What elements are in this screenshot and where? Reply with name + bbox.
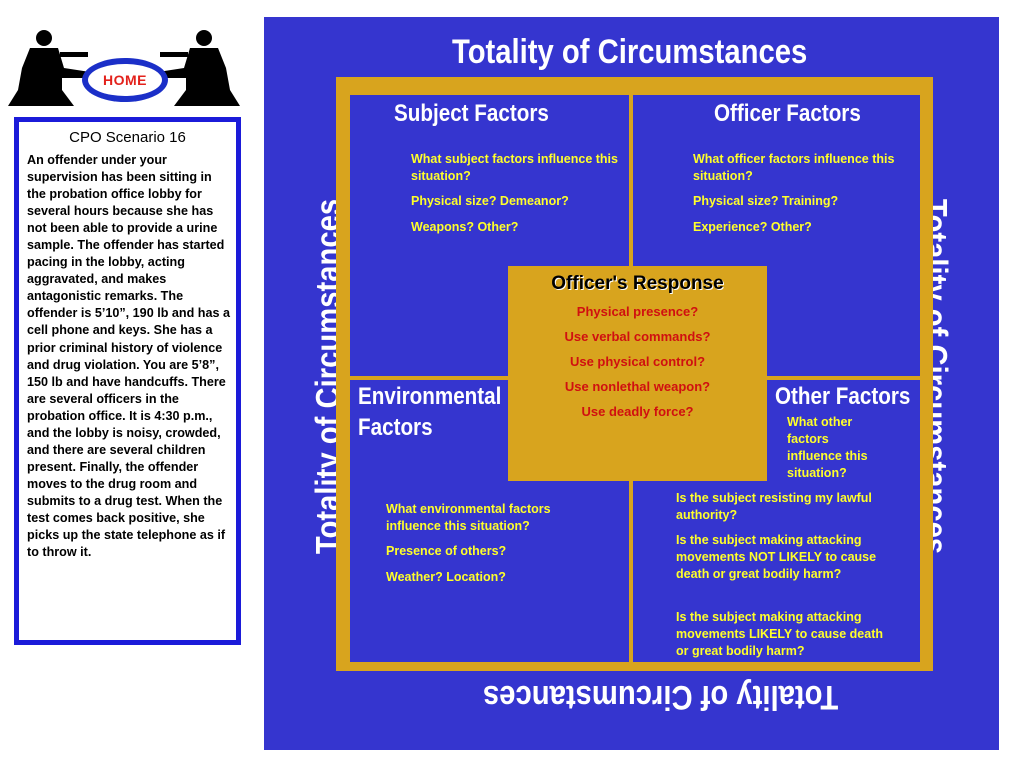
scenario-title: CPO Scenario 16 <box>69 129 186 146</box>
response-option: Physical presence? <box>576 304 699 319</box>
other-item: Is the subject making attacking movement… <box>676 533 877 581</box>
home-logo <box>4 28 244 108</box>
scenario-description: An offender under your supervision has b… <box>27 153 230 560</box>
environmental-question: What environmental factors influence thi… <box>386 502 551 533</box>
subject-factors-heading: Subject Factors <box>394 100 549 127</box>
officer-silhouettes-icon <box>8 30 240 106</box>
officer-item: Experience? Other? <box>693 220 812 234</box>
officer-item: Physical size? Training? <box>693 194 839 208</box>
officers-response-title: Officer's Response <box>551 273 724 294</box>
response-option: Use physical control? <box>569 354 706 369</box>
subject-item: Physical size? Demeanor? <box>411 194 569 208</box>
frame-title-top: Totality of Circumstances <box>452 33 808 71</box>
environmental-factors-heading: Environmental <box>358 383 502 410</box>
home-button-label: HOME <box>103 72 147 88</box>
officers-response-box: Officer's Response Physical presence? Us… <box>508 266 767 481</box>
totality-diagram: Totality of Circumstances Totality of Ci… <box>264 17 999 750</box>
other-item: Is the subject making attacking movement… <box>676 610 884 658</box>
home-button-face: HOME <box>88 64 162 96</box>
officer-question: What officer factors influence this situ… <box>693 152 895 183</box>
officer-factors-heading: Officer Factors <box>714 100 861 127</box>
other-question: What other factors influence this situat… <box>787 415 868 480</box>
environmental-factors-heading-line2: Factors <box>358 414 433 441</box>
environmental-item: Weather? Location? <box>386 570 506 584</box>
response-option: Use nonlethal weapon? <box>564 379 711 394</box>
subject-question: What subject factors influence this situ… <box>411 152 618 183</box>
frame-title-bottom: Totality of Circumstances <box>482 678 839 716</box>
subject-item: Weapons? Other? <box>411 220 519 234</box>
home-button[interactable]: HOME <box>82 58 168 102</box>
other-item: Is the subject resisting my lawful autho… <box>676 491 872 522</box>
response-option: Use verbal commands? <box>564 329 711 344</box>
environmental-item: Presence of others? <box>386 544 507 558</box>
scenario-panel: CPO Scenario 16 An offender under your s… <box>14 117 241 645</box>
response-option: Use deadly force? <box>581 404 694 419</box>
other-factors-heading: Other Factors <box>775 383 911 410</box>
